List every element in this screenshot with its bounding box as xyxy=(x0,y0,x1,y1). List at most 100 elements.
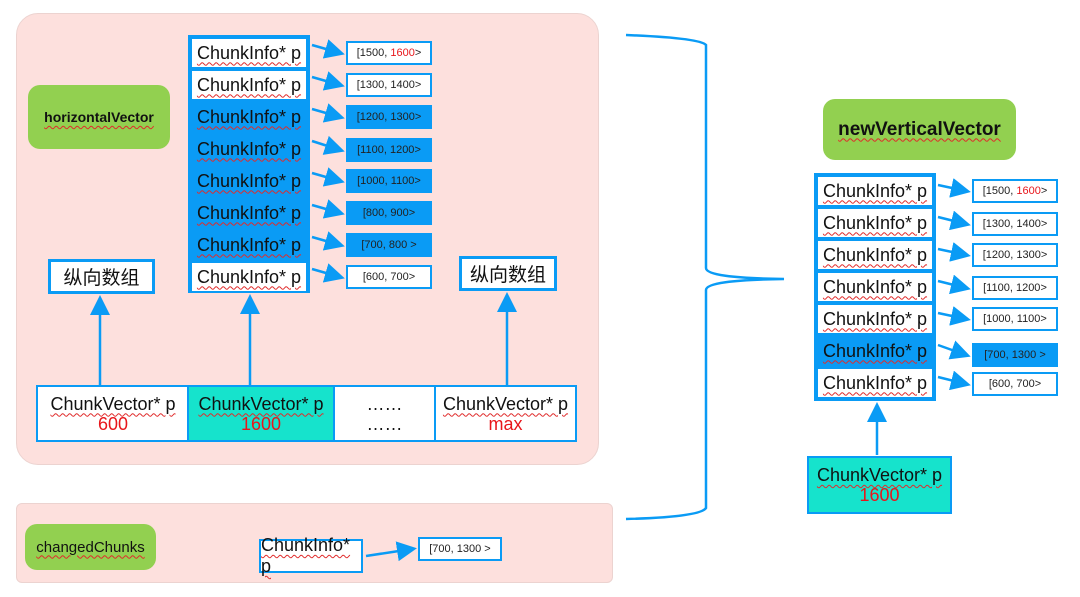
chunk-info-label: ChunkInfo* p xyxy=(196,42,302,63)
pointer-arrow xyxy=(365,541,417,562)
range-end: 1400 xyxy=(390,79,415,91)
chunk-vector-label: …… xyxy=(366,393,403,414)
chunk-info-cell: ChunkInfo* p xyxy=(190,133,308,165)
range-start: [1100, xyxy=(983,282,1016,294)
chunk-range: [1000, 1100> xyxy=(972,307,1058,331)
chunk-range: [1500, 1600> xyxy=(972,179,1058,203)
pointer-arrow xyxy=(937,340,971,360)
vertical-array-label: 纵向数组 xyxy=(459,256,557,291)
chunk-info-cell: ChunkInfo* p xyxy=(816,271,934,303)
range-end: 1300 xyxy=(390,111,415,123)
chunk-range: [600, 700> xyxy=(972,372,1058,396)
chunk-range: [700, 1300 > xyxy=(972,343,1058,367)
chunk-vector-value: …… xyxy=(366,413,403,434)
new-chunk-vector: ChunkVector* p 1600 xyxy=(807,456,952,514)
range-end: 1600 xyxy=(1016,185,1041,197)
chunk-info-label: ChunkInfo* p xyxy=(822,212,928,233)
pointer-arrow xyxy=(937,274,971,295)
chunk-info-cell: ChunkInfo* p xyxy=(190,261,308,293)
chunk-info-cell: ChunkInfo* p xyxy=(816,335,934,367)
pointer-arrow xyxy=(937,178,971,198)
range-start: [800, xyxy=(362,207,391,219)
range-end: 1100 xyxy=(1016,313,1041,325)
new-chunk-vector-label: ChunkVector* p xyxy=(816,465,943,485)
new-vertical-vector-label: newVerticalVector xyxy=(823,99,1016,160)
chunk-info-label: ChunkInfo* p xyxy=(196,106,302,127)
pointer-arrow xyxy=(311,71,345,91)
range-end: 1400 xyxy=(1016,218,1041,230)
chunk-info-cell: ChunkInfo* p xyxy=(190,37,308,69)
pointer-arrow xyxy=(937,306,971,326)
range-suffix: > xyxy=(1034,378,1042,390)
range-start: [1100, xyxy=(357,144,390,156)
range-suffix: > xyxy=(414,144,421,156)
chunk-info-cell: ChunkInfo* p xyxy=(190,101,308,133)
range-start: [1000, xyxy=(983,313,1017,325)
chunk-info-cell: ChunkInfo* p xyxy=(190,165,308,197)
chunk-range: [1000, 1100> xyxy=(346,169,432,193)
range-suffix: > xyxy=(408,207,416,219)
changed-chunks-label: changedChunks xyxy=(25,524,156,570)
range-end: 900 xyxy=(390,207,409,219)
chunk-info-cell: ChunkInfo* p xyxy=(190,229,308,261)
chunk-range: [700, 800 > xyxy=(346,233,432,257)
range-suffix: > xyxy=(414,47,422,59)
chunk-info-label: ChunkInfo* p xyxy=(196,266,302,287)
chunk-info-label: ChunkInfo* p xyxy=(196,74,302,95)
chunk-info-cell: ChunkInfo* p xyxy=(816,175,934,207)
chunk-info-label: ChunkInfo* p xyxy=(822,372,928,393)
chunk-vector-label: ChunkVector* p xyxy=(50,393,176,414)
changed-chunk-range: [700, 1300 > xyxy=(418,537,502,561)
range-start: [1500, xyxy=(982,185,1017,197)
range-end: 1200 xyxy=(389,144,415,156)
range-start: [1500, xyxy=(356,47,391,59)
range-start: [1300, xyxy=(356,79,391,91)
range-start: [600, xyxy=(988,378,1017,390)
chunk-range: [600, 700> xyxy=(346,265,432,289)
chunk-info-label: ChunkInfo* p xyxy=(822,180,928,201)
chunk-info-cell: ChunkInfo* p xyxy=(190,197,308,229)
changed-chunk-info-label: ChunkInfo* p xyxy=(261,535,351,576)
pointer-arrow xyxy=(311,167,345,187)
range-suffix: > xyxy=(408,271,416,283)
chunk-vector-value: 1600 xyxy=(240,413,282,434)
chunk-info-label: ChunkInfo* p xyxy=(822,308,928,329)
new-chunk-info-stack: ChunkInfo* p ChunkInfo* p ChunkInfo* p Chun… xyxy=(814,173,936,401)
chunk-info-label: ChunkInfo* p xyxy=(822,276,928,297)
pointer-arrow xyxy=(311,231,345,251)
chunk-range: [1200, 1300> xyxy=(972,243,1058,267)
pointer-arrow xyxy=(937,210,971,231)
chunk-vector-cell: ………… xyxy=(333,385,436,442)
range-suffix: > xyxy=(414,79,422,91)
range-suffix: > xyxy=(1040,282,1047,294)
range-suffix: > xyxy=(1036,349,1046,361)
range-suffix: > xyxy=(1040,249,1048,261)
chunk-info-cell: ChunkInfo* p xyxy=(816,303,934,335)
chunk-vector-label: ChunkVector* p xyxy=(198,393,324,414)
chunk-range: [1100, 1200> xyxy=(346,138,432,162)
pointer-arrow xyxy=(311,39,345,59)
changed-chunk-info: ChunkInfo* p xyxy=(259,535,363,576)
range-end: 1600 xyxy=(390,47,415,59)
pointer-arrow xyxy=(311,199,345,219)
chunk-info-cell: ChunkInfo* p xyxy=(816,207,934,239)
chunk-info-cell: ChunkInfo* p xyxy=(190,69,308,101)
range-start: [1200, xyxy=(356,111,391,123)
vertical-array-label: 纵向数组 xyxy=(48,259,155,294)
range-suffix: > xyxy=(1040,185,1048,197)
range-suffix: > xyxy=(1040,218,1048,230)
range-end: 1200 xyxy=(1015,282,1041,294)
range-start: [1300, xyxy=(982,218,1017,230)
new-chunk-vector-value: 1600 xyxy=(859,485,900,505)
chunk-info-label: ChunkInfo* p xyxy=(196,138,302,159)
range-end: 1300 xyxy=(1011,349,1037,361)
range-end: 1300 xyxy=(1016,249,1041,261)
range-start: [700, xyxy=(984,349,1012,361)
range-start: [600, xyxy=(362,271,391,283)
pointer-arrow xyxy=(937,242,971,262)
chunk-info-label: ChunkInfo* p xyxy=(822,244,928,265)
